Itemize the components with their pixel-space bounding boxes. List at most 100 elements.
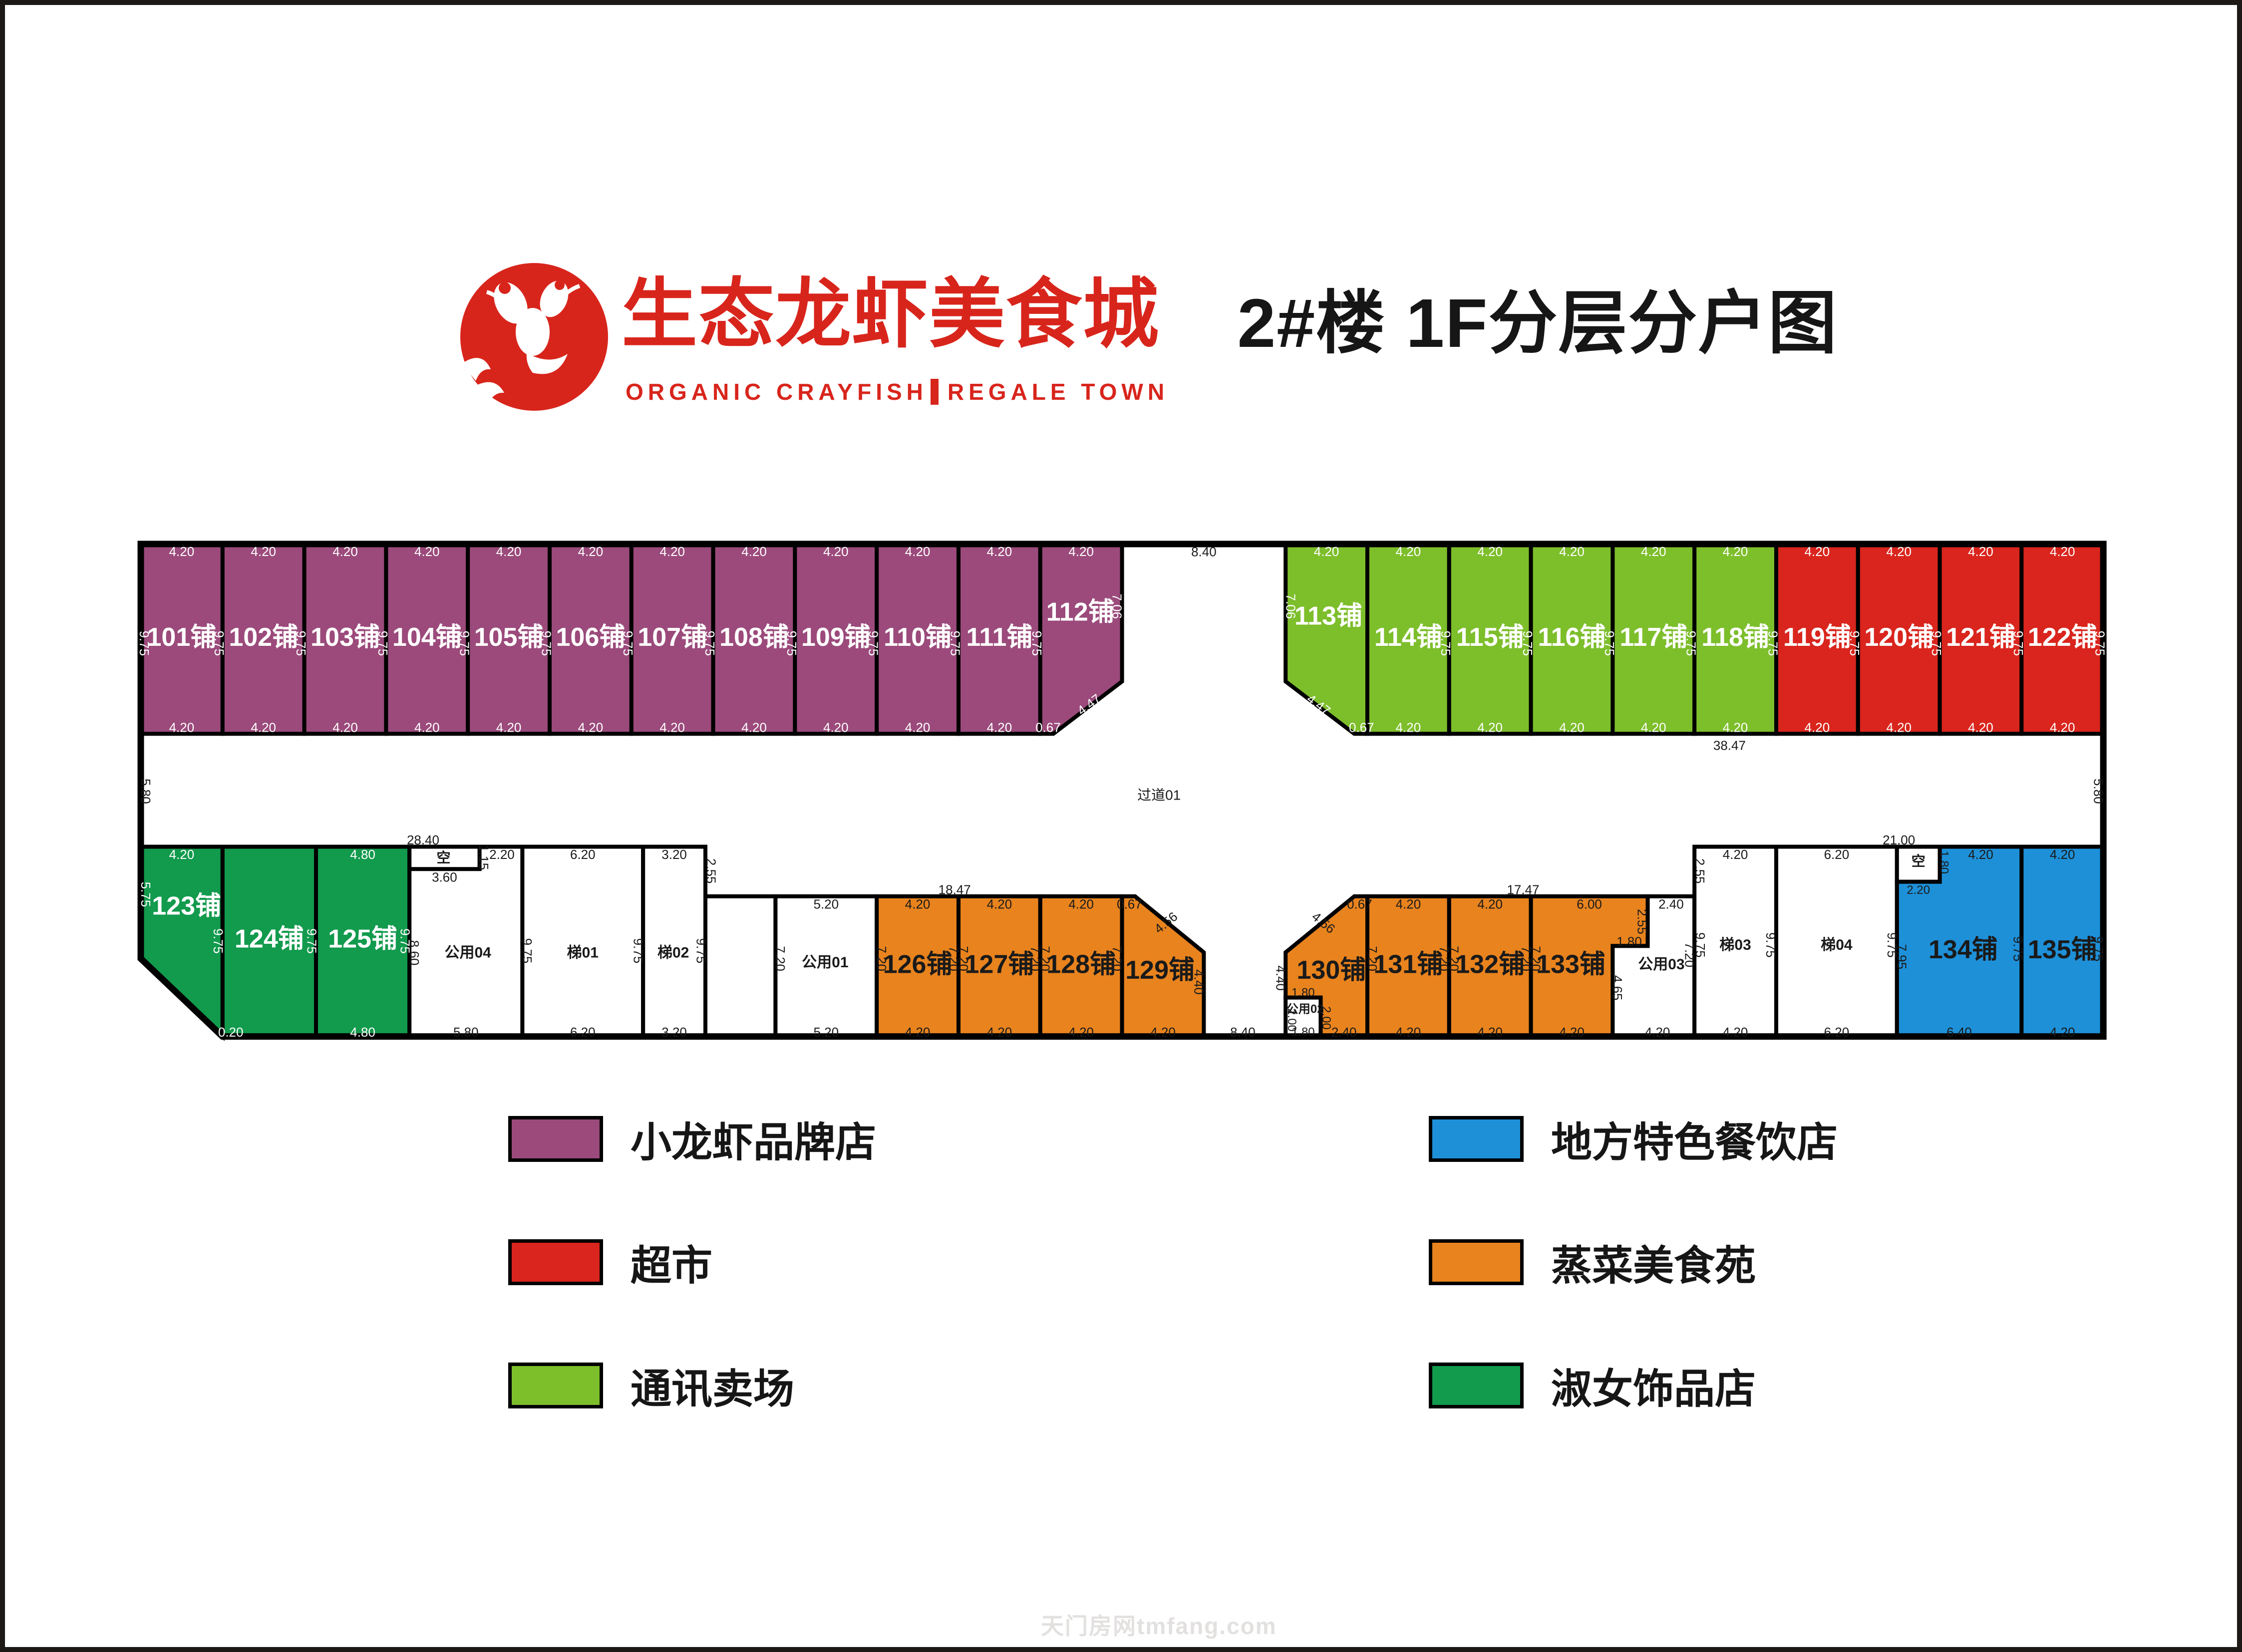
legend-swatch-purple bbox=[508, 1115, 603, 1162]
room-label-132铺: 132铺 bbox=[1455, 950, 1525, 979]
dimension-label: 4.20 bbox=[496, 720, 522, 735]
dimension-label: 4.20 bbox=[1396, 720, 1421, 735]
room-label-梯02: 梯02 bbox=[657, 945, 689, 961]
legend-item-lady-accessories: 淑女饰品店 bbox=[1429, 1356, 1838, 1415]
room-label-115铺: 115铺 bbox=[1456, 623, 1524, 652]
dimension-label: 4.20 bbox=[1723, 720, 1748, 735]
tagline-left: ORGANIC CRAYFISH bbox=[626, 379, 928, 405]
dimension-label: 9.75 bbox=[211, 928, 226, 954]
room-label-117铺: 117铺 bbox=[1619, 623, 1687, 652]
dimension-label: 9.75 bbox=[2093, 631, 2108, 656]
dimension-label: 9.75 bbox=[1885, 932, 1900, 958]
dimension-label: 4.20 bbox=[1645, 1025, 1670, 1040]
dimension-label: 2.55 bbox=[1635, 909, 1650, 934]
dimension-label: 9.75 bbox=[1438, 631, 1453, 656]
legend-item-supermarket: 超市 bbox=[508, 1232, 876, 1292]
dimension-label: 4.20 bbox=[823, 544, 849, 559]
room-label-118铺: 118铺 bbox=[1701, 623, 1769, 652]
legend-swatch-red bbox=[508, 1239, 603, 1285]
room-label-公用04: 公用04 bbox=[445, 945, 492, 961]
dimension-label: 4.20 bbox=[741, 720, 767, 735]
room-kong-b bbox=[1895, 844, 1942, 884]
room-label-公用01: 公用01 bbox=[802, 954, 848, 971]
dimension-label: 4.20 bbox=[1559, 544, 1585, 559]
dimension-label: 2.40 bbox=[1331, 1025, 1357, 1040]
dimension-label: 9.75 bbox=[457, 631, 472, 656]
dimension-label: 6.20 bbox=[1824, 847, 1850, 862]
dimension-label: 2.20 bbox=[489, 847, 515, 862]
dimension-label: 4.20 bbox=[1559, 720, 1585, 735]
dimension-label: 4.20 bbox=[905, 1025, 931, 1040]
dimension-label: 6.20 bbox=[570, 847, 596, 862]
room-label-101铺: 101铺 bbox=[147, 623, 217, 652]
room-label-109铺: 109铺 bbox=[801, 623, 871, 652]
dimension-label: 1.15 bbox=[476, 845, 491, 870]
dimension-label: 4.20 bbox=[1641, 544, 1666, 559]
dimension-label: 4.20 bbox=[332, 544, 358, 559]
dimension-label: 9.75 bbox=[1029, 631, 1044, 656]
legend-label: 淑女饰品店 bbox=[1551, 1367, 1756, 1412]
dimension-label: 4.40 bbox=[1192, 969, 1207, 995]
dimension-label: 4.20 bbox=[2050, 544, 2075, 559]
dimension-label: 4.20 bbox=[2050, 720, 2075, 735]
dimension-label: 8.60 bbox=[407, 940, 422, 966]
dimension-label: 4.20 bbox=[1068, 897, 1094, 912]
room-label-105铺: 105铺 bbox=[474, 623, 544, 652]
dimension-label: 4.40 bbox=[1273, 965, 1288, 991]
dimension-label: 9.75 bbox=[631, 938, 645, 964]
room-label-134铺: 134铺 bbox=[1928, 935, 1998, 964]
dimension-label: 9.75 bbox=[212, 631, 227, 656]
dimension-label: 7.20 bbox=[1038, 946, 1053, 971]
dimension-label: 21.00 bbox=[1883, 832, 1915, 847]
dimension-label: 7.20 bbox=[773, 946, 788, 971]
dimension-label: 4.20 bbox=[1886, 544, 1912, 559]
dimension-label: 2.55 bbox=[1692, 858, 1707, 884]
dimension-label: 0.20 bbox=[218, 1025, 244, 1040]
dimension-label: 4.20 bbox=[169, 720, 195, 735]
dimension-label: 4.20 bbox=[1723, 847, 1748, 862]
legend-item-steamed-food: 蒸菜美食苑 bbox=[1429, 1232, 1838, 1292]
dimension-label: 7.06 bbox=[1109, 593, 1124, 619]
dimension-label: 4.20 bbox=[251, 544, 276, 559]
dimension-label: 4.20 bbox=[414, 544, 440, 559]
dimension-label: 9.75 bbox=[1765, 631, 1780, 656]
dimension-label: 7.20 bbox=[1519, 946, 1534, 971]
room-label-102铺: 102铺 bbox=[229, 623, 298, 652]
dimension-label: 5.75 bbox=[138, 882, 153, 907]
room-gongyong04 bbox=[407, 844, 525, 1039]
room-129 bbox=[1120, 894, 1206, 1039]
dimension-label: 0.67 bbox=[1035, 720, 1061, 735]
room-ti01 bbox=[520, 844, 645, 1039]
room-label-106铺: 106铺 bbox=[556, 623, 626, 652]
dimension-label: 4.20 bbox=[2050, 1025, 2075, 1040]
dimension-label: 1.80 bbox=[1616, 934, 1642, 949]
legend-item-telecom: 通讯卖场 bbox=[508, 1356, 876, 1415]
dimension-label: 4.20 bbox=[905, 897, 931, 912]
dimension-label: 7.20 bbox=[1447, 946, 1462, 971]
dimension-label: 9.75 bbox=[693, 938, 708, 964]
dimension-label: 4.20 bbox=[2050, 847, 2075, 862]
tagline-separator bbox=[930, 379, 939, 405]
dimension-label: 4.80 bbox=[350, 847, 375, 862]
room-label-127铺: 127铺 bbox=[965, 950, 1034, 979]
dimension-label: 4.20 bbox=[414, 720, 440, 735]
dimension-label: 9.75 bbox=[2011, 631, 2026, 656]
dimension-label: 9.75 bbox=[2010, 936, 2025, 962]
legend-swatch-orange bbox=[1429, 1239, 1524, 1285]
brand-tagline: ORGANIC CRAYFISH REGALE TOWN bbox=[626, 378, 1169, 405]
dimension-label: 7.20 bbox=[1365, 946, 1380, 971]
dimension-label: 5.20 bbox=[813, 1025, 839, 1040]
room-label-梯03: 梯03 bbox=[1719, 937, 1751, 953]
dimension-label: 2.00 bbox=[1319, 1006, 1333, 1030]
room-label-空: 空 bbox=[1912, 853, 1925, 869]
dimension-label: 2.40 bbox=[1658, 897, 1684, 912]
legend-left-column: 小龙虾品牌店 超市 通讯卖场 bbox=[508, 1109, 876, 1415]
dimension-label: 9.75 bbox=[375, 631, 390, 656]
legend-label: 通讯卖场 bbox=[631, 1367, 795, 1412]
dimension-label: 2.55 bbox=[704, 858, 719, 884]
dimension-label: 5.20 bbox=[813, 897, 839, 912]
dimension-label: 9.75 bbox=[1763, 932, 1778, 958]
dimension-label: 1.80 bbox=[1937, 850, 1951, 874]
